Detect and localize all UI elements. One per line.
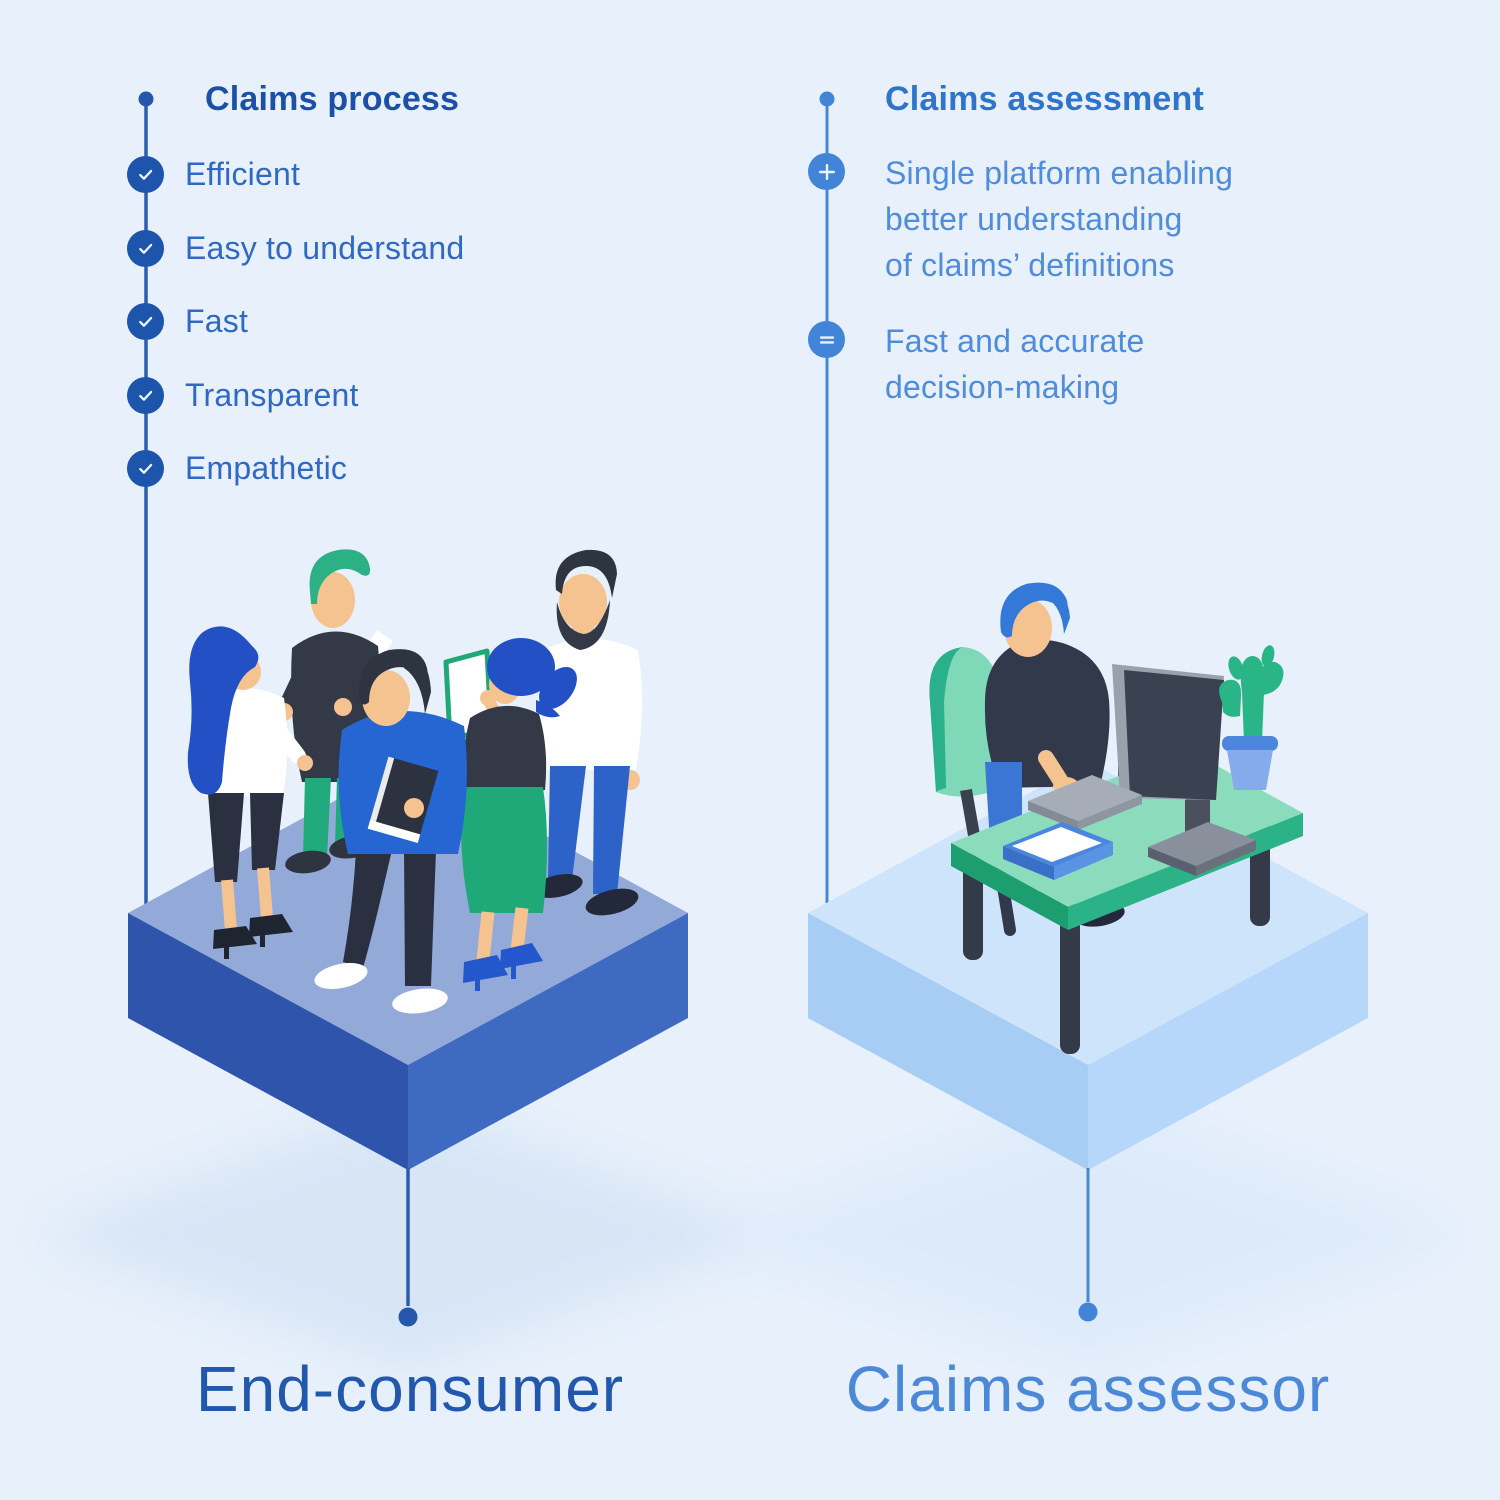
check-icon: [127, 376, 164, 414]
list-item-label: Easy to understand: [185, 229, 465, 266]
right-item-line: of claims’ definitions: [885, 247, 1175, 283]
equals-icon: [808, 321, 845, 358]
monitor: [1112, 664, 1256, 876]
right-section-header: Claims assessment: [885, 80, 1205, 118]
list-item: Efficient: [127, 155, 300, 193]
claims-assessor-caption: Claims assessor: [845, 1353, 1331, 1425]
left-bottom-dot: [398, 1307, 418, 1327]
check-icon: [127, 302, 164, 340]
check-icon: [127, 229, 164, 267]
end-consumer-caption: End-consumer: [195, 1353, 625, 1425]
right-item-line: better understanding: [885, 201, 1183, 237]
check-icon: [127, 449, 164, 487]
person-blue-hair-woman: [187, 626, 313, 959]
left-bottom-connector: [398, 1168, 418, 1327]
keyboard: [1028, 775, 1142, 830]
list-item-label: Fast: [185, 302, 249, 339]
left-timeline: [138, 91, 154, 904]
list-item-label: Transparent: [185, 376, 359, 413]
claims-assessor-scene: [929, 582, 1303, 1054]
right-timeline: [819, 91, 835, 903]
right-bottom-connector: [1078, 1168, 1098, 1322]
left-timeline-top-dot: [138, 91, 154, 107]
list-item: Fast: [127, 302, 248, 340]
list-item-label: Empathetic: [185, 449, 348, 486]
person-blue-sweater-man: [314, 649, 467, 1014]
plant: [1219, 645, 1284, 790]
right-item-line: Fast and accurate: [885, 323, 1145, 359]
check-icon: [127, 155, 164, 193]
end-consumer-people: [187, 549, 643, 1014]
assessor-person: [984, 582, 1125, 927]
book: [367, 756, 439, 844]
left-section-header: Claims process: [205, 80, 460, 118]
person-ponytail-woman: [443, 638, 577, 991]
list-item: Empathetic: [127, 449, 347, 487]
right-item-line: decision-making: [885, 369, 1120, 405]
right-bottom-dot: [1078, 1302, 1098, 1322]
right-item-text: Single platform enabling better understa…: [885, 150, 1233, 288]
list-item: Transparent: [127, 376, 359, 414]
right-item-text: Fast and accurate decision-making: [885, 318, 1145, 410]
right-timeline-top-dot: [819, 91, 835, 107]
list-item: Easy to understand: [127, 229, 464, 267]
plus-icon: [808, 153, 845, 190]
right-item-line: Single platform enabling: [885, 155, 1234, 191]
list-item-label: Efficient: [185, 155, 301, 192]
document-tray: [1003, 822, 1113, 880]
